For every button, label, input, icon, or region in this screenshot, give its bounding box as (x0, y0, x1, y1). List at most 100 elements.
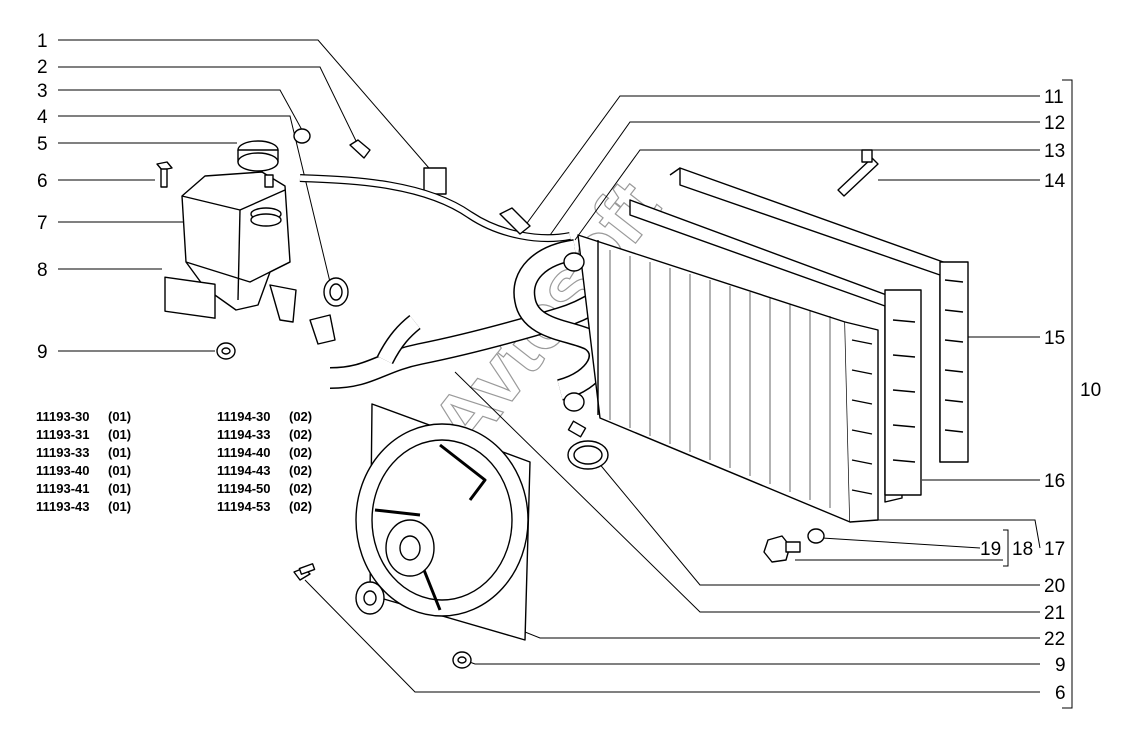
leader-22 (519, 629, 1040, 639)
leader-4 (58, 115, 331, 283)
variant-code: (02) (289, 481, 313, 496)
bolt-top (156, 161, 173, 188)
codes-column-right: 11194-30(02)11194-33(02)11194-40(02)1119… (217, 408, 312, 516)
callout-14: 14 (1044, 171, 1066, 192)
code-row: 11193-33 (01) (36, 444, 131, 462)
variant-code: (01) (108, 427, 132, 442)
leader-12 (547, 121, 1040, 239)
fan-motor-bracket (355, 581, 385, 615)
callout-11: 11 (1044, 87, 1064, 108)
model-number: 11194-50 (217, 481, 271, 496)
sealing-washer (807, 528, 825, 544)
model-number: 11194-43 (217, 463, 271, 478)
model-number: 11193-30 (36, 409, 90, 424)
hose-clip-small (349, 139, 371, 159)
label-plate (164, 276, 216, 319)
leader-lines (58, 39, 1073, 709)
radiator-middle-frame (629, 199, 922, 503)
model-number: 11193-31 (36, 427, 90, 442)
variant-code: (01) (108, 499, 132, 514)
label-small (423, 167, 447, 195)
code-row: 11193-31 (01) (36, 426, 131, 444)
hose-clamp-20 (567, 420, 609, 470)
drain-plug (763, 535, 801, 563)
callout-6b: 6 (1055, 683, 1066, 704)
variant-code: (02) (289, 463, 313, 478)
leader-18-bracket (1003, 529, 1009, 567)
parts (156, 128, 969, 669)
callout-18: 18 (1012, 539, 1033, 560)
callout-20: 20 (1044, 576, 1065, 597)
callout-13: 13 (1044, 141, 1065, 162)
callout-6: 6 (37, 171, 48, 192)
code-row: 11194-33(02) (217, 426, 312, 444)
variant-code: (02) (289, 427, 313, 442)
callout-19: 19 (980, 539, 1001, 560)
hose-clamp-3 (293, 128, 311, 144)
code-row: 11193-41 (01) (36, 480, 131, 498)
nut-bottom (452, 651, 472, 669)
leader-9b (463, 659, 1040, 665)
expansion-tank (181, 171, 297, 323)
callout-5: 5 (37, 134, 48, 155)
code-row: 11194-30 (02) (217, 408, 312, 426)
leader-13 (574, 149, 1040, 241)
model-number: 11194-30 (217, 409, 271, 424)
callout-7: 7 (37, 213, 48, 234)
code-row: 11193-30 (01) (36, 408, 131, 426)
callout-16: 16 (1044, 471, 1065, 492)
callout-22: 22 (1044, 629, 1065, 650)
callout-15: 15 (1044, 328, 1065, 349)
callout-17: 17 (1044, 539, 1065, 560)
radiator-core (563, 234, 879, 523)
variant-code: (02) (289, 409, 313, 424)
variant-code: (02) (289, 445, 313, 460)
model-number: 11193-43 (36, 499, 90, 514)
variant-code: (01) (108, 445, 132, 460)
codes-column-left: 11193-30(01)11193-31(01)11193-33(01)1119… (36, 408, 131, 516)
callout-3: 3 (37, 81, 48, 102)
leader-3 (58, 89, 303, 131)
radiator-rear-frame (669, 167, 969, 463)
reservoir-cap (237, 140, 279, 172)
callout-10: 10 (1080, 380, 1101, 401)
callout-9b: 9 (1055, 655, 1066, 676)
model-number: 11193-40 (36, 463, 90, 478)
callout-4: 4 (37, 107, 48, 128)
model-number: 11193-33 (36, 445, 90, 460)
leader-19 (821, 537, 981, 549)
variant-code: (01) (108, 463, 132, 478)
callout-12: 12 (1044, 113, 1065, 134)
leader-6b (304, 579, 1040, 693)
model-number: 11194-53 (217, 499, 271, 514)
leader-17 (878, 519, 1041, 549)
variant-code: (01) (108, 409, 132, 424)
leader-10-bracket (1062, 79, 1073, 709)
callout-1: 1 (37, 31, 48, 52)
leader-2 (58, 66, 358, 144)
code-row: 11194-40 (02) (217, 444, 312, 462)
leader-11 (521, 95, 1040, 231)
variant-code: (01) (108, 481, 132, 496)
variant-code: (02) (289, 499, 313, 514)
temperature-sensor (499, 207, 531, 235)
nut-top (216, 342, 236, 360)
callout-9: 9 (37, 342, 48, 363)
leader-1 (58, 39, 436, 176)
leader-20 (587, 449, 1040, 586)
leader-21 (454, 371, 1040, 613)
callout-2: 2 (37, 57, 48, 78)
code-row: 11194-53 (02) (217, 498, 312, 516)
bolt-bottom (293, 563, 316, 581)
tank-outlet-hose (309, 314, 336, 345)
callout-21: 21 (1044, 603, 1065, 624)
model-number: 11194-40 (217, 445, 271, 460)
code-row: 11193-43 (01) (36, 498, 131, 516)
fan-switch (837, 149, 879, 197)
model-number: 11193-41 (36, 481, 90, 496)
code-row: 11194-43 (02) (217, 462, 312, 480)
hose-clamp-4 (323, 277, 349, 307)
callout-8: 8 (37, 260, 48, 281)
code-row: 11193-40 (01) (36, 462, 131, 480)
